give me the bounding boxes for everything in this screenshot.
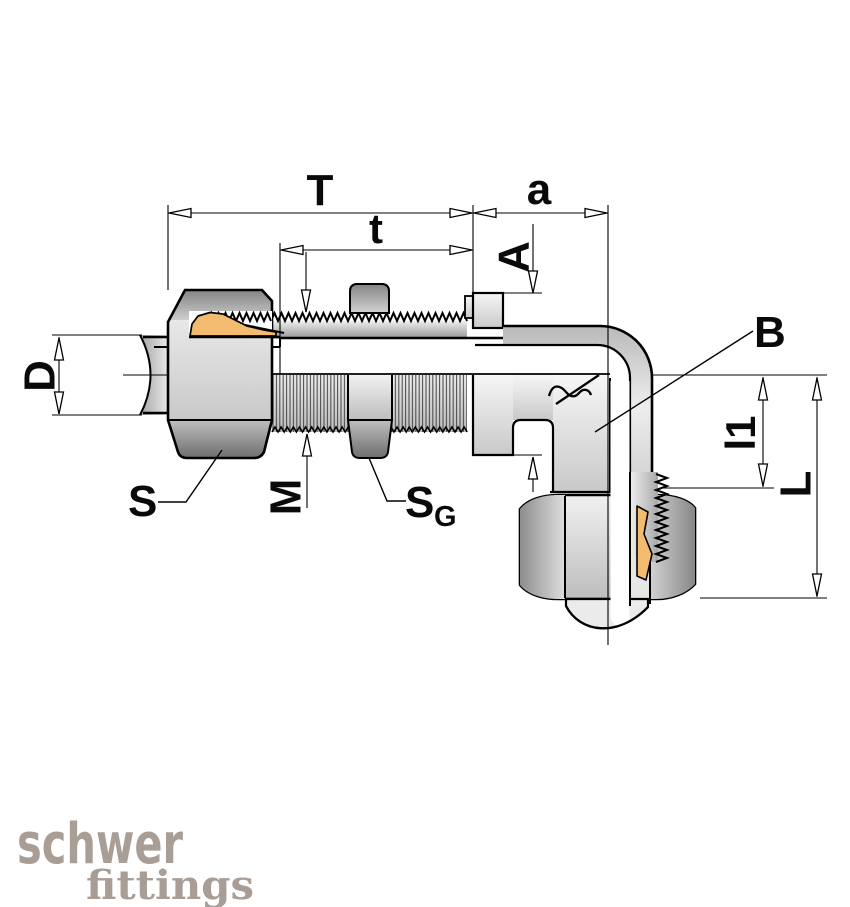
- arrow-t-left: [280, 244, 304, 256]
- arrow-M-top: [300, 289, 312, 313]
- arrow-M-bottom: [301, 433, 313, 457]
- break-slash: [555, 374, 600, 405]
- block-outline: [471, 375, 555, 492]
- label-D: D: [16, 360, 65, 392]
- label-L: L: [772, 471, 821, 498]
- ferrule-vertical: [636, 505, 653, 581]
- dimension-labels: T t a A B D S M S G l1 L: [16, 165, 821, 533]
- arrow-t-right: [449, 244, 473, 256]
- ferrule-horizontal: [189, 311, 277, 337]
- nut-bottom-face: [168, 420, 272, 458]
- arrowheads: [53, 207, 823, 597]
- label-A: A: [490, 241, 539, 273]
- arrow-T-left: [168, 207, 192, 219]
- logo-word-fittings: fittings: [86, 862, 254, 907]
- block-nose: [553, 375, 610, 492]
- locknut: [346, 283, 394, 459]
- arrow-A-bottom: [527, 456, 539, 480]
- union-nut: [166, 288, 285, 460]
- arrow-l1-top: [757, 377, 769, 401]
- arrow-a-right: [584, 207, 608, 219]
- leader-S: [158, 449, 223, 503]
- locknut-bottom-face: [346, 419, 394, 459]
- shoulder-block: [471, 291, 505, 330]
- logo-word-schwer: schwer: [17, 812, 183, 877]
- arrow-L-bottom: [811, 573, 823, 597]
- label-SG-main: S: [405, 478, 434, 527]
- break-squiggle: [547, 385, 593, 398]
- arrow-D-bottom: [53, 391, 65, 415]
- label-B: B: [754, 308, 786, 357]
- arrow-L-top: [811, 377, 823, 401]
- block-left: [473, 375, 513, 455]
- vertical-tube-end: [564, 597, 650, 630]
- bend-tube-fill: [503, 326, 652, 472]
- vertical-tube-break: [565, 605, 649, 630]
- logo: schwer fittings: [17, 812, 254, 907]
- label-M: M: [262, 479, 311, 516]
- label-S: S: [128, 477, 157, 526]
- ferrule-edge-line: [244, 324, 285, 334]
- dimensions: [52, 205, 827, 645]
- elbow-body: [471, 324, 654, 494]
- vertical-thread-zigzag: [653, 473, 670, 563]
- arrow-l1-bottom: [757, 463, 769, 487]
- locknut-top-face: [349, 283, 390, 314]
- arrow-D-top: [53, 337, 65, 361]
- label-l1: l1: [717, 415, 764, 450]
- vertical-leg: [564, 381, 670, 630]
- arrow-T-right: [449, 207, 473, 219]
- nut-outline: [166, 288, 274, 460]
- label-SG-sub: G: [434, 501, 457, 533]
- bottom-nut-left-face: [520, 495, 565, 599]
- vertical-bore: [610, 381, 630, 628]
- bend-inner-edge: [475, 343, 632, 472]
- arrow-a-left: [473, 207, 497, 219]
- bend-outer-edge: [503, 324, 654, 474]
- locknut-mid: [348, 375, 392, 420]
- label-t: t: [369, 205, 383, 252]
- arrow-A-top: [527, 270, 539, 294]
- label-T: T: [307, 166, 334, 215]
- leader-B: [594, 330, 754, 433]
- label-a: a: [527, 165, 552, 214]
- block-mid: [513, 375, 553, 420]
- leader-SG: [368, 457, 406, 502]
